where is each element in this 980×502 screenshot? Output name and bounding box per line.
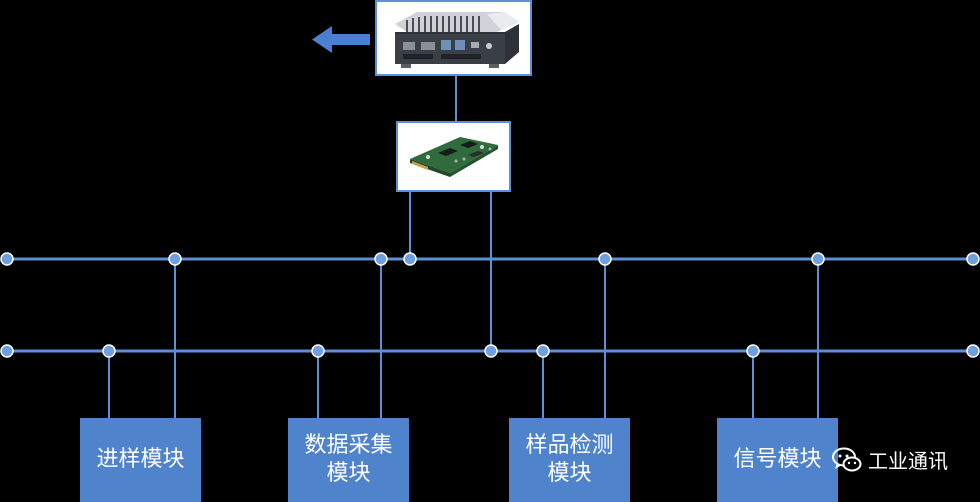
- node-bus1: [374, 252, 388, 266]
- node-bus1: [966, 252, 980, 266]
- node-bus2: [746, 344, 760, 358]
- node-bus2: [484, 344, 498, 358]
- node-bus2: [102, 344, 116, 358]
- module-data-acquisition-label-line1: 数据采集: [304, 433, 393, 458]
- output-arrow: [312, 26, 370, 53]
- module-sample-detection: 样品检测 模块: [509, 418, 630, 502]
- communication-card-image: [396, 121, 511, 192]
- industrial-pc-image: [375, 0, 532, 76]
- node-bus2: [311, 344, 325, 358]
- node-bus2: [536, 344, 550, 358]
- module-sample-detection-label-line1: 样品检测: [525, 433, 614, 458]
- node-bus1: [403, 252, 417, 266]
- wechat-icon: [832, 447, 862, 471]
- module-data-acquisition-label-line2: 模块: [326, 461, 371, 486]
- node-bus2: [0, 344, 14, 358]
- node-bus1: [0, 252, 14, 266]
- module-sampling-label: 进样模块: [96, 447, 185, 472]
- node-bus1: [811, 252, 825, 266]
- watermark: 工业通讯: [832, 445, 948, 474]
- module-sample-detection-label-line2: 模块: [547, 461, 592, 486]
- watermark-text: 工业通讯: [868, 449, 948, 473]
- node-bus1: [168, 252, 182, 266]
- module-sampling: 进样模块: [80, 418, 201, 502]
- module-data-acquisition: 数据采集 模块: [288, 418, 409, 502]
- node-bus2: [966, 344, 980, 358]
- module-signal-label: 信号模块: [733, 447, 822, 472]
- node-bus1: [598, 252, 612, 266]
- module-signal: 信号模块: [717, 418, 838, 502]
